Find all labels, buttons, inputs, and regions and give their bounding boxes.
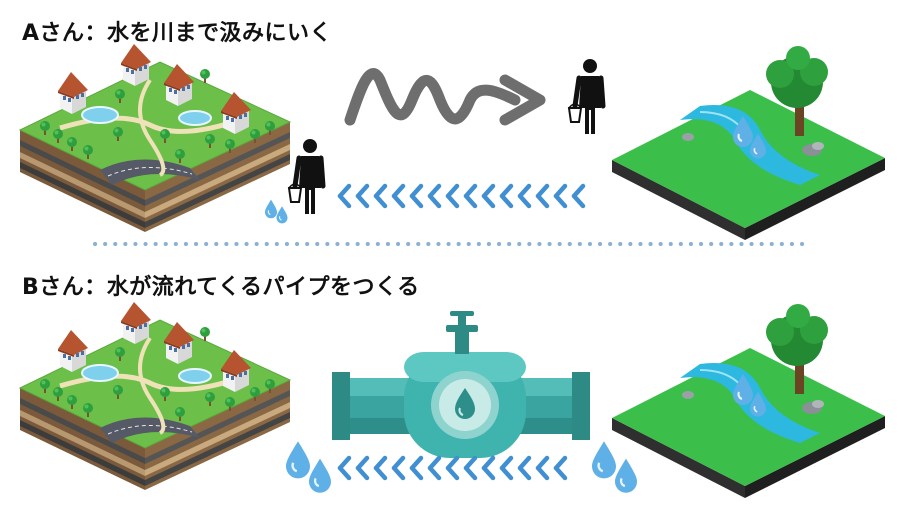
return-chevron-arrow-a <box>340 186 583 206</box>
pipe-icon <box>332 311 590 458</box>
water-drop-icon <box>275 205 289 224</box>
squiggle-arrow <box>344 68 546 126</box>
scenario-b-heading: Bさん：水が流れてくるパイプをつくる <box>22 275 420 300</box>
flow-chevron-arrow-b <box>340 458 565 478</box>
water-drop-icon <box>613 457 639 494</box>
water-drop-icon <box>307 457 333 494</box>
scenario-a-heading: Aさん：水を川まで汲みにいく <box>22 21 333 46</box>
person-at-river-icon <box>569 59 603 134</box>
person-at-town-icon <box>289 139 323 214</box>
town-block-b <box>20 302 290 490</box>
river-block-a <box>612 46 885 240</box>
river-block-b <box>612 304 885 498</box>
water-drop-icon <box>284 440 312 480</box>
water-drop-icon <box>590 440 618 480</box>
water-drop-icon <box>264 199 278 219</box>
town-block-a <box>20 44 290 232</box>
